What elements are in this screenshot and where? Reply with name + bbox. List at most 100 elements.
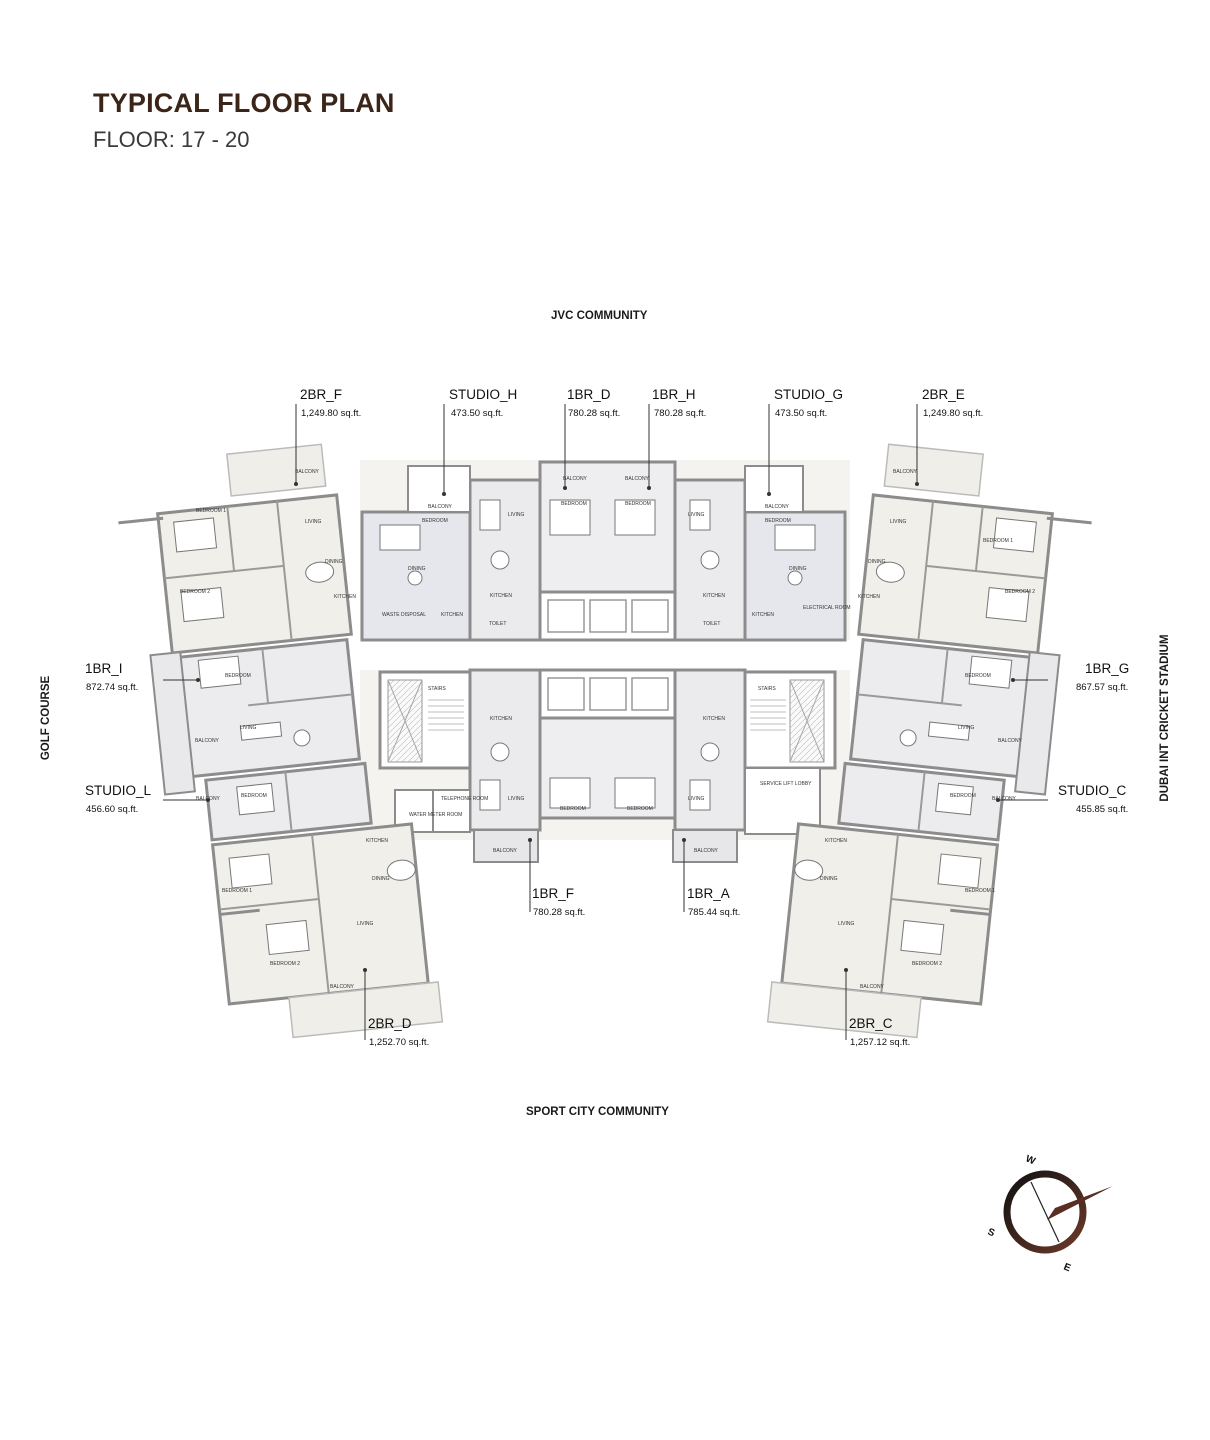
room-label: DINING — [789, 566, 807, 572]
room-label: LIVING — [357, 921, 374, 927]
core-furniture — [379, 499, 816, 811]
floor-range: FLOOR: 17 - 20 — [93, 127, 250, 152]
unit-name-2br-d: 2BR_D — [368, 1016, 412, 1031]
compass-e: E — [1062, 1262, 1073, 1275]
room-label: BALCONY — [765, 504, 790, 510]
unit-name-studio-g: STUDIO_G — [774, 387, 844, 402]
unit-area-2br-f: 1,249.80 sq.ft. — [301, 408, 362, 419]
room-label: DINING — [325, 559, 343, 565]
room-label: LIVING — [508, 796, 525, 802]
compass-w: W — [1024, 1154, 1037, 1168]
compass-n: N — [1090, 1195, 1101, 1208]
unit-name-studio-l: STUDIO_L — [85, 783, 152, 798]
room-label: KITCHEN — [825, 838, 847, 844]
compass-icon: W N S E — [986, 1154, 1113, 1275]
unit-name-1br-h: 1BR_H — [652, 387, 696, 402]
room-label: BEDROOM — [241, 793, 267, 799]
room-label: BALCONY — [893, 469, 918, 475]
room-label: KITCHEN — [490, 716, 512, 722]
leader-dots — [196, 482, 1015, 972]
room-label: SERVICE LIFT LOBBY — [760, 781, 812, 787]
room-label: BEDROOM — [765, 518, 791, 524]
room-label: ELECTRICAL ROOM — [803, 605, 851, 611]
room-label: STAIRS — [758, 686, 776, 692]
room-label: BEDROOM — [950, 793, 976, 799]
room-label: BALCONY — [295, 469, 320, 475]
room-label: KITCHEN — [490, 593, 512, 599]
room-label: BEDROOM 1 — [196, 508, 226, 514]
unit-name-studio-c: STUDIO_C — [1058, 783, 1127, 798]
east-wing — [766, 443, 1092, 1039]
unit-name-1br-a: 1BR_A — [687, 886, 730, 901]
room-label: KITCHEN — [858, 594, 880, 600]
unit-area-2br-d: 1,252.70 sq.ft. — [369, 1037, 430, 1048]
unit-area-1br-g: 867.57 sq.ft. — [1076, 682, 1129, 693]
room-label: LIVING — [508, 512, 525, 518]
room-label: KITCHEN — [752, 612, 774, 618]
unit-area-1br-a: 785.44 sq.ft. — [688, 907, 741, 918]
unit-name-2br-c: 2BR_C — [849, 1016, 893, 1031]
unit-name-2br-f: 2BR_F — [300, 387, 343, 402]
room-label: LIVING — [305, 519, 322, 525]
room-label: WASTE DISPOSAL — [382, 612, 426, 618]
room-label: KITCHEN — [703, 716, 725, 722]
room-label: LIVING — [958, 725, 975, 731]
room-label: BEDROOM — [625, 501, 651, 507]
room-label: BEDROOM 2 — [270, 961, 300, 967]
room-label: DINING — [820, 876, 838, 882]
unit-name-1br-f: 1BR_F — [532, 886, 575, 901]
room-label: KITCHEN — [441, 612, 463, 618]
room-label: BALCONY — [625, 476, 650, 482]
unit-area-1br-h: 780.28 sq.ft. — [654, 408, 707, 419]
room-labels: BALCONY BALCONY BALCONY BALCONY BALCONY … — [180, 469, 1035, 990]
room-label: BEDROOM 1 — [222, 888, 252, 894]
room-label: BALCONY — [428, 504, 453, 510]
north-label: JVC COMMUNITY — [551, 310, 648, 322]
room-label: KITCHEN — [703, 593, 725, 599]
room-label: BEDROOM — [422, 518, 448, 524]
unit-area-studio-h: 473.50 sq.ft. — [451, 408, 504, 419]
room-label: TOILET — [489, 621, 506, 627]
room-label: STAIRS — [428, 686, 446, 692]
room-label: BALCONY — [330, 984, 355, 990]
room-label: LIVING — [890, 519, 907, 525]
room-label: LIVING — [688, 796, 705, 802]
unit-name-1br-d: 1BR_D — [567, 387, 611, 402]
leader-lines — [163, 404, 1048, 1040]
room-label: BEDROOM — [560, 806, 586, 812]
room-label: BALCONY — [992, 796, 1017, 802]
room-label: BEDROOM 2 — [912, 961, 942, 967]
room-label: BALCONY — [860, 984, 885, 990]
unit-name-1br-i: 1BR_I — [85, 661, 123, 676]
room-label: KITCHEN — [366, 838, 388, 844]
unit-area-1br-i: 872.74 sq.ft. — [86, 682, 139, 693]
central-core — [340, 460, 870, 863]
room-label: BEDROOM — [561, 501, 587, 507]
compass-s: S — [986, 1227, 997, 1240]
room-label: DINING — [868, 559, 886, 565]
room-label: DINING — [408, 566, 426, 572]
page-title: TYPICAL FLOOR PLAN — [93, 88, 395, 118]
room-label: BEDROOM 2 — [180, 589, 210, 595]
unit-name-2br-e: 2BR_E — [922, 387, 965, 402]
room-label: BEDROOM — [965, 673, 991, 679]
room-label: TOILET — [703, 621, 720, 627]
room-label: TELEPHONE ROOM — [441, 796, 488, 802]
room-label: BALCONY — [195, 738, 220, 744]
west-label: GOLF COURSE — [40, 675, 52, 761]
room-label: BEDROOM — [627, 806, 653, 812]
room-label: BALCONY — [998, 738, 1023, 744]
unit-area-studio-g: 473.50 sq.ft. — [775, 408, 828, 419]
unit-area-studio-l: 456.60 sq.ft. — [86, 804, 139, 815]
room-label: DINING — [372, 876, 390, 882]
east-label: DUBAI INT CRICKET STADIUM — [1159, 634, 1171, 802]
room-label: WATER METER ROOM — [409, 812, 462, 818]
room-label: BEDROOM 1 — [965, 888, 995, 894]
unit-area-2br-e: 1,249.80 sq.ft. — [923, 408, 984, 419]
unit-name-studio-h: STUDIO_H — [449, 387, 518, 402]
room-label: KITCHEN — [334, 594, 356, 600]
south-label: SPORT CITY COMMUNITY — [526, 1106, 669, 1118]
west-wing — [118, 443, 444, 1039]
room-label: BEDROOM 2 — [1005, 589, 1035, 595]
